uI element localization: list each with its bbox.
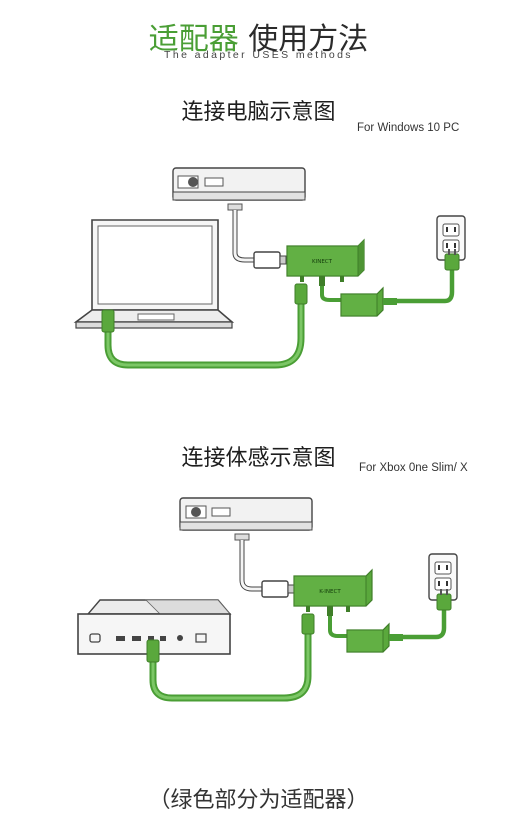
page-title-accent: 适配器 xyxy=(148,22,239,57)
kinect-plug xyxy=(261,580,289,598)
page-title-rest: 使用方法 xyxy=(248,22,369,57)
power-brick xyxy=(340,286,384,317)
power-cable-short xyxy=(320,276,341,302)
power-plug xyxy=(436,593,452,611)
wall-outlet xyxy=(436,215,466,261)
pc-connection-diagram: KINECT xyxy=(73,167,466,369)
adapter-label: KINECT xyxy=(312,259,333,265)
kinect-cable xyxy=(232,210,254,263)
kinect-sensor xyxy=(172,167,306,211)
kinect-cable xyxy=(239,540,262,592)
power-plug xyxy=(444,253,460,271)
section-pc-title: 连接电脑示意图 xyxy=(181,100,336,125)
laptop xyxy=(73,219,235,329)
power-brick xyxy=(346,622,390,653)
power-cable-short xyxy=(328,606,347,638)
kinect-sensor xyxy=(179,497,313,541)
page-title: 适配器 使用方法 xyxy=(0,14,517,58)
adapter-box: K-INECT xyxy=(293,568,373,612)
adapter-box: KINECT xyxy=(286,238,365,282)
usb-plug-console xyxy=(146,639,160,663)
usb-plug-laptop xyxy=(101,309,115,333)
kinect-plug xyxy=(253,251,281,269)
section-xbox-platform: For Xbox 0ne Slim/ X xyxy=(359,462,468,474)
section-pc-platform: For Windows 10 PC xyxy=(357,122,460,134)
xbox-connection-diagram: K-INECT xyxy=(77,497,458,702)
page-subtitle: The adapter USES methods xyxy=(164,49,353,61)
usb-plug-top xyxy=(294,283,308,305)
section-xbox-title: 连接体感示意图 xyxy=(181,446,336,471)
footer-note: （绿色部分为适配器） xyxy=(148,788,369,813)
power-cable-long xyxy=(397,270,455,304)
wall-outlet xyxy=(428,553,458,601)
usb-plug-top xyxy=(301,613,315,635)
adapter-label: K-INECT xyxy=(319,589,341,595)
power-cable-long xyxy=(403,610,447,640)
